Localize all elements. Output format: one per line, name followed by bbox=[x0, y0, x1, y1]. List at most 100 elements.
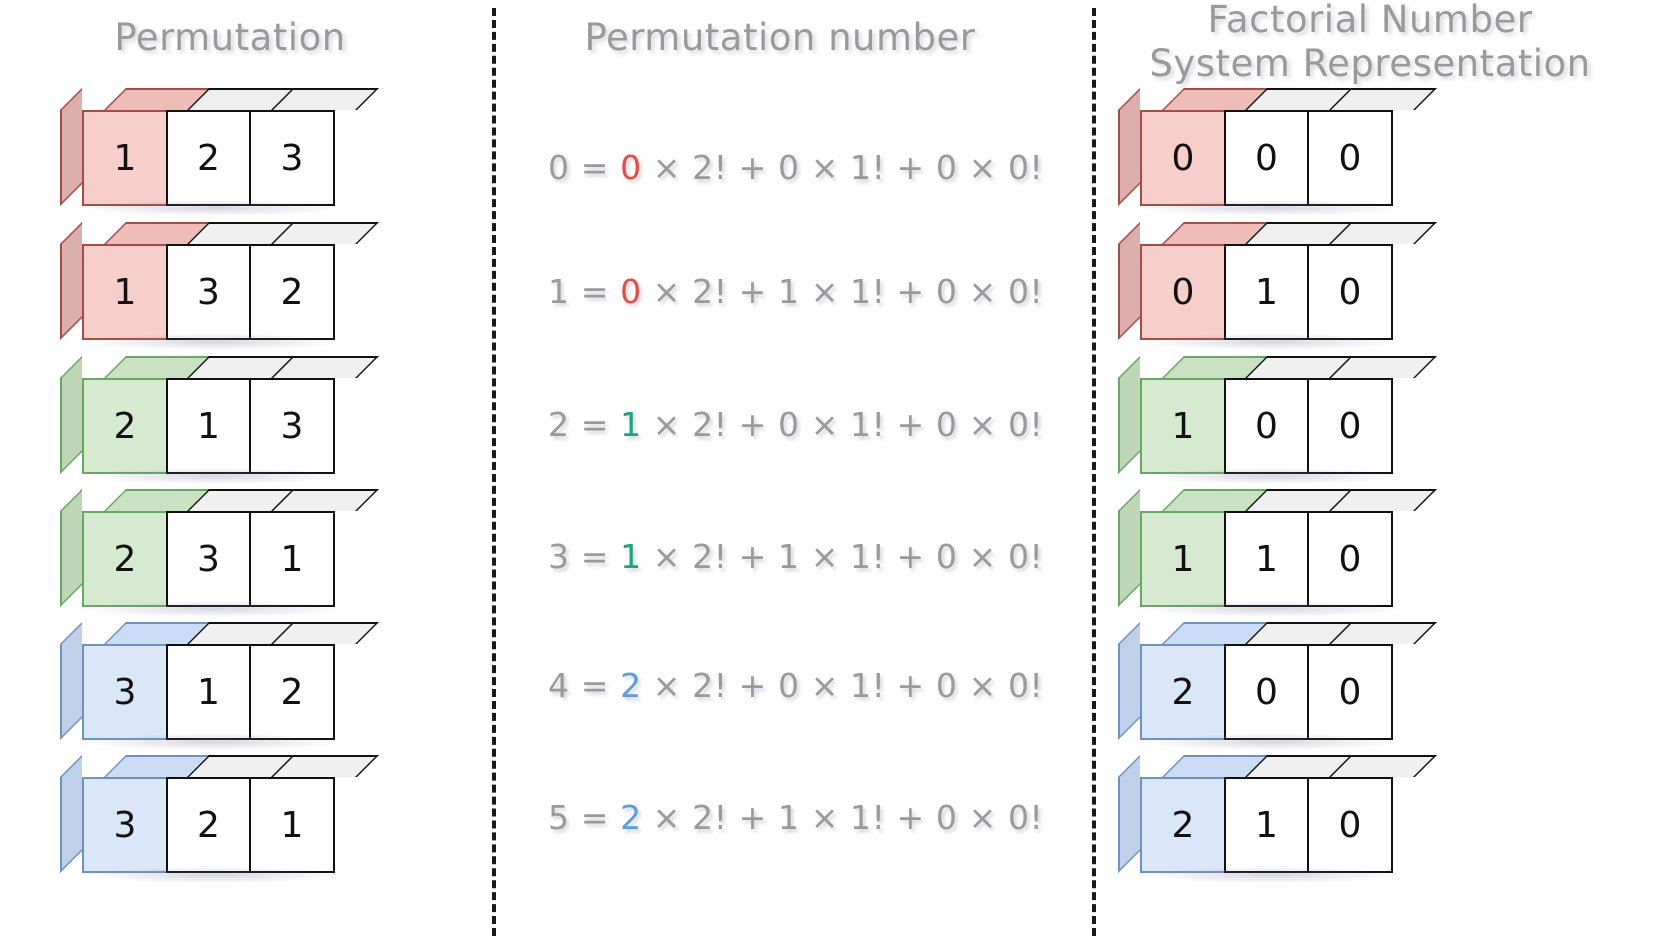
equation-plus: + bbox=[896, 272, 925, 311]
equation-plus: + bbox=[896, 405, 925, 444]
permutation-cell: 3 bbox=[165, 221, 295, 340]
equation-coefficient-0: 0 bbox=[935, 666, 958, 705]
equation-result: 4 bbox=[548, 666, 570, 705]
equation-term-0factorial: × 0! bbox=[968, 666, 1044, 705]
factorial-cell-value: 0 bbox=[1338, 271, 1362, 313]
factorial-cell: 0 bbox=[1307, 87, 1437, 206]
equation-leading-coefficient: 0 bbox=[620, 148, 642, 187]
equation-result: 5 bbox=[548, 798, 570, 837]
factorial-cell-value: 0 bbox=[1338, 804, 1362, 846]
factorial-cell: 1 bbox=[1223, 488, 1353, 607]
equation-term-0factorial: × 0! bbox=[968, 405, 1044, 444]
permutation-cell-value: 3 bbox=[197, 538, 220, 580]
permutation-cell-value: 2 bbox=[197, 804, 220, 846]
factorial-cell-value: 0 bbox=[1171, 271, 1195, 313]
equation-leading-coefficient: 1 bbox=[620, 537, 642, 576]
factorial-cell: 2 bbox=[1117, 621, 1270, 740]
equation-leading-coefficient: 2 bbox=[620, 666, 642, 705]
equation-plus: + bbox=[738, 405, 767, 444]
factorial-cell-value: 0 bbox=[1255, 671, 1278, 713]
permutation-cell-value: 2 bbox=[113, 405, 137, 447]
permutation-cell: 1 bbox=[59, 221, 212, 340]
equation-plus: + bbox=[896, 148, 925, 187]
factorial-cell-value: 0 bbox=[1255, 405, 1278, 447]
equation-term-2factorial: × 2! bbox=[652, 272, 728, 311]
factorial-cell: 1 bbox=[1223, 221, 1353, 340]
equation-plus: + bbox=[896, 537, 925, 576]
cube-left-face bbox=[59, 488, 82, 607]
cube-left-face bbox=[1117, 754, 1140, 873]
permutation-cell: 1 bbox=[59, 87, 212, 206]
factorial-cell: 0 bbox=[1307, 221, 1437, 340]
equation-coefficient-1: 1 bbox=[777, 537, 800, 576]
permutation-cell: 3 bbox=[249, 87, 379, 206]
equation-term-2factorial: × 2! bbox=[652, 537, 728, 576]
factorial-cell: 0 bbox=[1223, 87, 1353, 206]
cube-left-face bbox=[59, 355, 82, 474]
permutation-number-equation: 2 = 1 × 2! + 0 × 1! + 0 × 0! bbox=[548, 405, 1043, 444]
equation-term-2factorial: × 2! bbox=[652, 405, 728, 444]
permutation-cell: 2 bbox=[249, 621, 379, 740]
permutation-cell-value: 2 bbox=[280, 271, 304, 313]
factorial-cell: 0 bbox=[1117, 221, 1270, 340]
cube-left-face bbox=[1117, 355, 1140, 474]
factorial-cell-value: 0 bbox=[1338, 538, 1362, 580]
factorial-cell: 0 bbox=[1307, 488, 1437, 607]
equation-leading-coefficient: 2 bbox=[620, 798, 642, 837]
permutation-cell-value: 3 bbox=[113, 804, 137, 846]
factorial-cell-value: 0 bbox=[1171, 137, 1195, 179]
permutation-cell-value: 3 bbox=[280, 137, 304, 179]
equation-coefficient-0: 0 bbox=[935, 798, 958, 837]
column-header-permutation: Permutation bbox=[114, 16, 346, 59]
factorial-cell-value: 1 bbox=[1255, 271, 1278, 313]
equation-term-1factorial: × 1! bbox=[810, 537, 886, 576]
equation-result: 3 bbox=[548, 537, 570, 576]
equation-leading-coefficient: 0 bbox=[620, 272, 642, 311]
factorial-cell-value: 2 bbox=[1171, 671, 1195, 713]
factorial-cell: 1 bbox=[1117, 488, 1270, 607]
permutation-cell: 3 bbox=[249, 355, 379, 474]
permutation-cell-value: 1 bbox=[197, 671, 220, 713]
factorial-cell: 1 bbox=[1117, 355, 1270, 474]
cube-left-face bbox=[59, 87, 82, 206]
equation-plus: + bbox=[896, 666, 925, 705]
equation-term-1factorial: × 1! bbox=[810, 405, 886, 444]
equation-result: 1 bbox=[548, 272, 570, 311]
equation-equals: = bbox=[580, 148, 609, 187]
cube-left-face bbox=[59, 754, 82, 873]
permutation-cell: 1 bbox=[249, 488, 379, 607]
permutation-cell-value: 3 bbox=[197, 271, 220, 313]
equation-coefficient-0: 0 bbox=[935, 272, 958, 311]
factorial-cell: 0 bbox=[1117, 87, 1270, 206]
permutation-cell-value: 2 bbox=[113, 538, 137, 580]
equation-equals: = bbox=[580, 666, 609, 705]
permutation-cell: 3 bbox=[59, 754, 212, 873]
permutation-cell: 1 bbox=[165, 621, 295, 740]
equation-term-1factorial: × 1! bbox=[810, 148, 886, 187]
factorial-cube-strip: 0 1 0 bbox=[1117, 221, 1437, 350]
permutation-cell: 2 bbox=[165, 87, 295, 206]
equation-term-0factorial: × 0! bbox=[968, 148, 1044, 187]
column-divider-right bbox=[1092, 8, 1096, 936]
permutation-cell-value: 3 bbox=[113, 671, 137, 713]
cube-left-face bbox=[59, 221, 82, 340]
permutation-number-equation: 4 = 2 × 2! + 0 × 1! + 0 × 0! bbox=[548, 666, 1043, 705]
equation-term-2factorial: × 2! bbox=[652, 148, 728, 187]
permutation-number-equation: 0 = 0 × 2! + 0 × 1! + 0 × 0! bbox=[548, 148, 1043, 187]
equation-term-0factorial: × 0! bbox=[968, 272, 1044, 311]
equation-coefficient-1: 0 bbox=[777, 148, 800, 187]
factorial-cell-value: 1 bbox=[1255, 804, 1278, 846]
permutation-cell-value: 1 bbox=[280, 804, 304, 846]
